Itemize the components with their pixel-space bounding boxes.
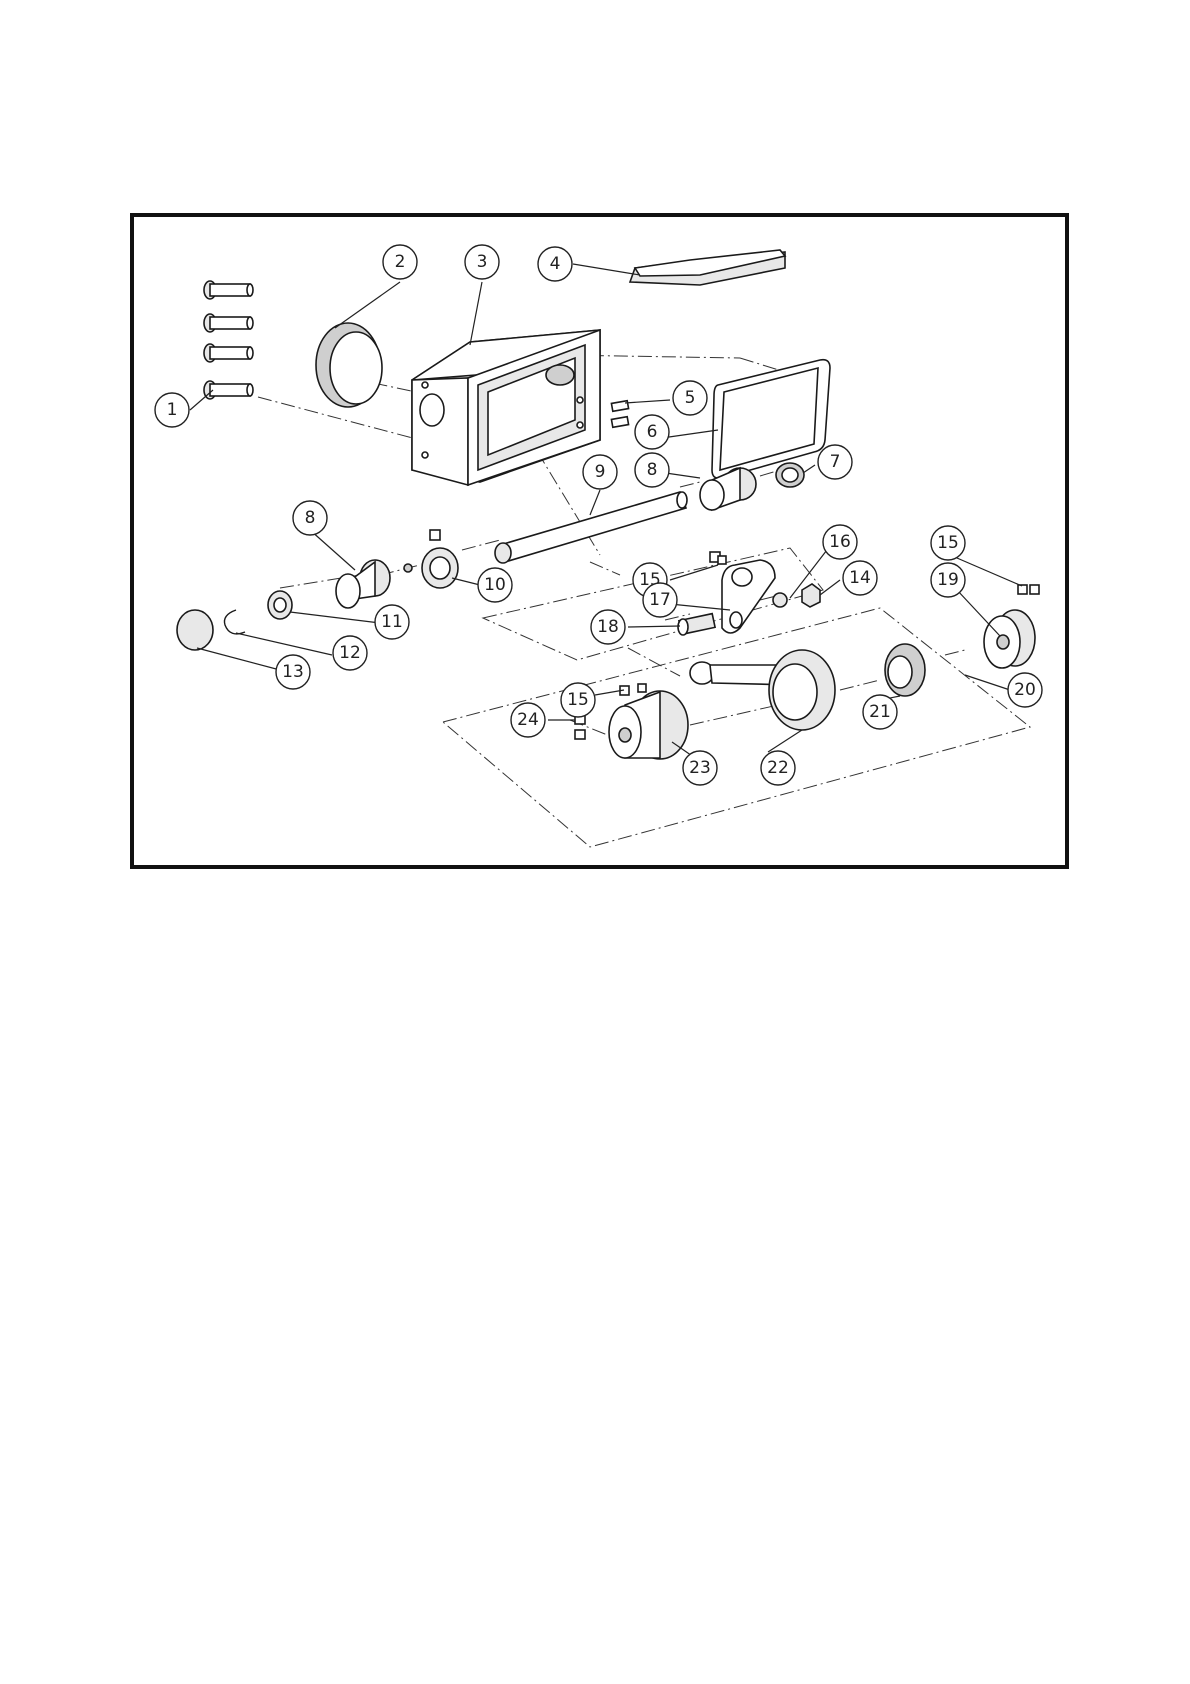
callout-number: 15: [937, 533, 959, 553]
needle-bearing: [885, 644, 925, 696]
callout-21: 21: [863, 695, 897, 729]
callout-4: 4: [538, 247, 572, 281]
callout-number: 12: [339, 643, 361, 663]
callout-number: 19: [937, 570, 959, 590]
callout-11: 11: [375, 605, 409, 639]
callout-7: 7: [818, 445, 852, 479]
callout-number: 8: [647, 460, 658, 480]
callout-23: 23: [683, 751, 717, 785]
callout-number: 21: [869, 702, 891, 722]
callout-1: 1: [155, 393, 189, 427]
callout-number: 23: [689, 758, 711, 778]
callout-number: 5: [685, 388, 696, 408]
callout-13: 13: [276, 655, 310, 689]
callout-number: 18: [597, 617, 619, 637]
callout-15: 15: [561, 683, 595, 717]
callout-14: 14: [843, 561, 877, 595]
callout-number: 10: [484, 575, 506, 595]
callout-24: 24: [511, 703, 545, 737]
callout-number: 11: [381, 612, 403, 632]
callout-number: 4: [550, 254, 561, 274]
callout-number: 24: [517, 710, 539, 730]
callout-8: 8: [293, 501, 327, 535]
small-washer: [773, 593, 787, 607]
callout-number: 17: [649, 590, 671, 610]
diagram-frame: [132, 215, 1067, 867]
nut: [802, 584, 820, 607]
callout-3: 3: [465, 245, 499, 279]
callout-number: 8: [305, 508, 316, 528]
callout-8: 8: [635, 453, 669, 487]
callout-17: 17: [643, 583, 677, 617]
callout-number: 14: [849, 568, 871, 588]
callout-18: 18: [591, 610, 625, 644]
callout-number: 16: [829, 532, 851, 552]
callout-number: 2: [395, 252, 406, 272]
callout-5: 5: [673, 381, 707, 415]
callout-number: 9: [595, 462, 606, 482]
callout-9: 9: [583, 455, 617, 489]
callout-19: 19: [931, 563, 965, 597]
callout-number: 7: [830, 452, 841, 472]
callout-number: 15: [567, 690, 589, 710]
callout-20: 20: [1008, 673, 1042, 707]
callout-number: 6: [647, 422, 658, 442]
callout-number: 20: [1014, 680, 1036, 700]
callout-number: 1: [167, 400, 178, 420]
seal-ring: [776, 463, 804, 487]
callout-number: 3: [477, 252, 488, 272]
callout-16: 16: [823, 525, 857, 559]
washer: [268, 591, 292, 619]
callout-number: 22: [767, 758, 789, 778]
callout-10: 10: [478, 568, 512, 602]
callout-12: 12: [333, 636, 367, 670]
callout-number: 13: [282, 662, 304, 682]
callout-22: 22: [761, 751, 795, 785]
callout-15: 15: [931, 526, 965, 560]
callout-6: 6: [635, 415, 669, 449]
cap-disk: [177, 610, 213, 650]
callout-2: 2: [383, 245, 417, 279]
